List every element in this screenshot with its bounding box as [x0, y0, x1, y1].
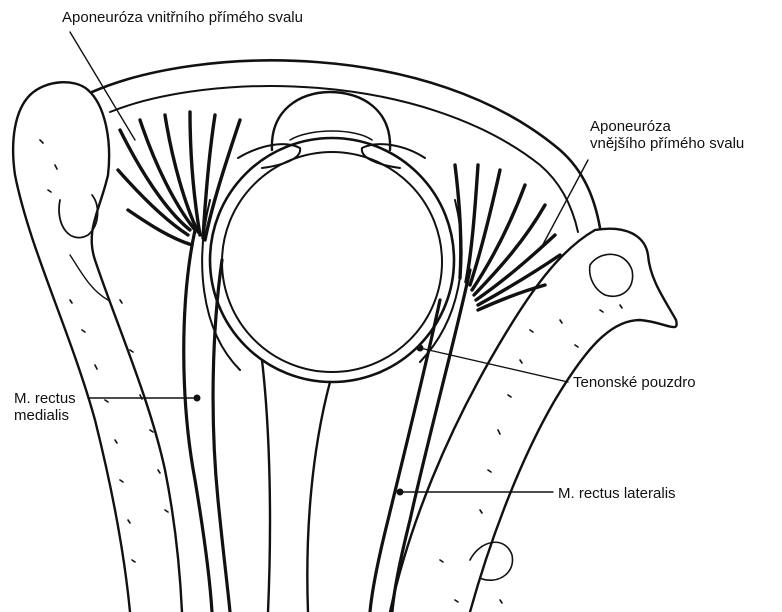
label-lateral-aponeurosis: Aponeuróza vnějšího přímého svalu [590, 118, 744, 152]
dot-rectus-lateralis [397, 489, 404, 496]
medial-bone-cavity [59, 195, 98, 238]
lateral-lower-cavity [470, 542, 512, 580]
lateral-aponeurosis-fan [455, 165, 560, 310]
label-rectus-medialis-line2: medialis [14, 407, 76, 424]
lateral-bone-cavity [590, 254, 633, 296]
eyeball-inner [222, 152, 442, 372]
label-lateral-aponeurosis-line2: vnějšího přímého svalu [590, 135, 744, 152]
medial-rim-bone [30, 82, 88, 95]
lateral-rectus-inner [370, 300, 440, 612]
label-medial-aponeurosis: Aponeuróza vnitřního přímého svalu [62, 9, 303, 26]
optic-sheath-right [307, 382, 330, 612]
medial-wall-outer [13, 95, 130, 612]
eyeball-outer [210, 138, 454, 382]
label-rectus-lateralis: M. rectus lateralis [558, 485, 676, 502]
cornea [272, 92, 390, 150]
dot-tenon [417, 345, 424, 352]
medial-aponeurosis-fan [118, 112, 240, 245]
optic-sheath-left [262, 360, 270, 612]
dot-rectus-medialis [194, 395, 201, 402]
medial-rectus-outer [184, 230, 212, 612]
label-lateral-aponeurosis-line1: Aponeuróza [590, 118, 744, 135]
lateral-wall-outer [470, 229, 677, 612]
label-tenon-capsule: Tenonské pouzdro [573, 374, 696, 391]
label-rectus-medialis: M. rectus medialis [14, 390, 76, 424]
label-rectus-medialis-line1: M. rectus [14, 390, 76, 407]
upper-arc-outer [92, 60, 600, 228]
leader-lines [70, 32, 588, 492]
leader-lateral-aponeurosis [540, 160, 588, 250]
medial-wall-inner [88, 90, 182, 612]
